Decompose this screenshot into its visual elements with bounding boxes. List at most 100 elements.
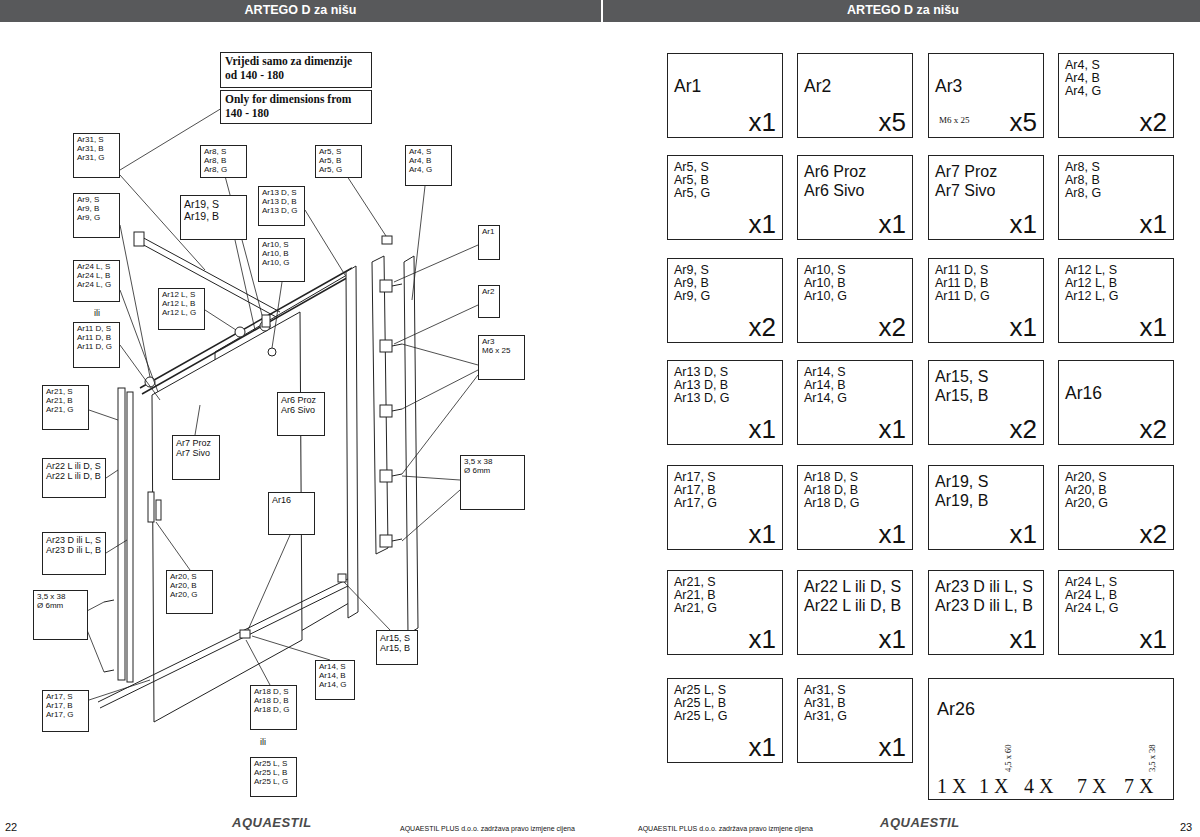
leader-line <box>106 470 118 478</box>
part-code: Ar20, G <box>170 591 209 600</box>
part-code: Ar17, S <box>674 471 776 484</box>
part-card: Ar9, SAr9, BAr9, Gx2 <box>667 258 783 343</box>
exploded-drawing <box>338 574 346 582</box>
leader-line <box>195 405 200 435</box>
part-code: Ar11 D, B <box>935 277 1037 290</box>
part-code: Ar18 D, B <box>804 484 906 497</box>
part-code: Ø 6mm <box>37 602 84 611</box>
part-code: Ar16 <box>272 495 311 505</box>
part-code: Ar8, G <box>204 166 243 175</box>
part-callout: Ar10, SAr10, BAr10, G <box>258 238 305 282</box>
part-card: Ar18 D, SAr18 D, BAr18 D, Gx1 <box>797 465 913 550</box>
exploded-drawing <box>127 392 133 682</box>
part-code: Ar23 D ili L, S <box>46 535 102 545</box>
part-code: Ar31, S <box>804 684 906 697</box>
part-callout: 3,5 x 38Ø 6mm <box>460 455 525 510</box>
quantity: x1 <box>1140 211 1167 237</box>
part-code: Ar2 <box>482 288 496 297</box>
part-code: Ar31, G <box>77 154 116 163</box>
part-code: Ar23 D ili L, S <box>935 577 1037 596</box>
part-code: Ar12 L, G <box>1065 290 1167 303</box>
footer-note: AQUAESTIL PLUS d.o.o. zadržava pravo izm… <box>636 825 815 833</box>
part-code: Ar10, B <box>262 250 301 259</box>
part-code: Ar21, G <box>46 406 85 415</box>
part-code: Ar10, S <box>804 264 906 277</box>
part-code: Ar5, B <box>319 157 358 166</box>
quantity: x2 <box>1010 416 1037 442</box>
screw-size: 4,5 x 60 <box>1004 744 1013 772</box>
part-code: Ar26 <box>937 699 1165 720</box>
exploded-drawing <box>98 578 352 708</box>
part-card: Ar17, SAr17, BAr17, Gx1 <box>667 465 783 550</box>
leader-line <box>394 305 478 344</box>
part-code: Ar18 D, S <box>804 471 906 484</box>
part-code: Ar6 Sivo <box>804 181 906 200</box>
leader-line <box>248 535 290 630</box>
part-card: Ar20, SAr20, BAr20, Gx2 <box>1058 465 1174 550</box>
part-callout: Ar19, SAr19, B <box>180 195 247 240</box>
quantity: x1 <box>749 109 776 135</box>
part-callout: Ar18 D, SAr18 D, BAr18 D, G <box>250 685 297 730</box>
leader-line <box>402 476 460 541</box>
part-code: Ar7 Proz <box>176 438 216 448</box>
part-code: Ar15, B <box>935 386 1037 405</box>
part-code: Ar10, S <box>262 241 301 250</box>
part-code: Ar13 D, B <box>262 198 301 207</box>
quantity: x1 <box>749 416 776 442</box>
part-code: Ar11 D, S <box>935 264 1037 277</box>
part-code: Ar11 D, B <box>77 334 116 343</box>
part-card: Ar4, SAr4, BAr4, Gx2 <box>1058 53 1174 138</box>
part-card: Ar10, SAr10, BAr10, Gx2 <box>797 258 913 343</box>
part-code: Ar20, B <box>170 582 209 591</box>
part-code: Ar9, B <box>674 277 776 290</box>
part-card: Ar6 ProzAr6 Sivox1 <box>797 155 913 240</box>
footer-note: AQUAESTIL PLUS d.o.o. zadržava pravo izm… <box>398 825 577 833</box>
leader-line <box>89 410 118 420</box>
part-code: Ar20, S <box>1065 471 1167 484</box>
leader-line <box>394 245 478 282</box>
quantity: x1 <box>879 211 906 237</box>
part-code: Ar21, B <box>674 589 776 602</box>
part-code: Ar12 L, S <box>162 291 201 300</box>
leader-line <box>89 680 150 700</box>
part-code: Ar14, S <box>319 663 351 672</box>
exploded-drawing <box>140 268 352 394</box>
part-code: Ar19, B <box>184 211 243 223</box>
part-card: Ar11 D, SAr11 D, BAr11 D, Gx1 <box>928 258 1044 343</box>
part-code: Ar10, G <box>262 259 301 268</box>
part-code: Ar15, B <box>380 643 414 653</box>
part-code: Ar9, G <box>77 214 116 223</box>
part-code: Ar2 <box>804 76 906 96</box>
part-card: Ar2x5 <box>797 53 913 138</box>
quantity: x1 <box>879 734 906 760</box>
part-code: Ar7 Proz <box>935 162 1037 181</box>
part-code: Ar11 D, S <box>77 325 116 334</box>
part-callout: Ar17, SAr17, BAr17, G <box>42 690 89 732</box>
part-callout: Ar31, SAr31, BAr31, G <box>73 133 120 178</box>
leader-line <box>85 108 478 700</box>
quantity: x2 <box>1140 521 1167 547</box>
part-code: Ar3 <box>482 338 521 347</box>
part-code: Ar12 L, B <box>1065 277 1167 290</box>
leader-line <box>120 345 160 400</box>
part-callout: 3,5 x 38Ø 6mm <box>33 590 88 640</box>
part-code: Ar8, B <box>1065 174 1167 187</box>
leader-line <box>205 310 236 330</box>
part-card: Ar22 L ili D, SAr22 L ili D, Bx1 <box>797 570 913 655</box>
part-code: Ø 6mm <box>464 467 521 476</box>
part-callout: Ar1 <box>478 225 500 260</box>
part-code: Ar14, B <box>319 672 351 681</box>
note-box: Only for dimensions from 140 - 180 <box>220 90 372 124</box>
part-code: Ar25 L, G <box>254 778 293 787</box>
part-code: Ar5, B <box>674 174 776 187</box>
part-callout: Ar24 L, SAr24 L, BAr24 L, G <box>73 260 120 302</box>
part-code: Ar31, G <box>804 710 906 723</box>
alternative-word: ili <box>92 309 102 319</box>
part-code: Ar4, G <box>1065 85 1167 98</box>
note-text: Vrijedi samo za dimenzije od 140 - 180 <box>225 55 367 83</box>
quantity: 1 X <box>979 776 1008 796</box>
part-code: Ar22 L ili D, B <box>46 471 102 481</box>
part-code: Ar13 D, S <box>674 366 776 379</box>
quantity: x1 <box>879 521 906 547</box>
quantity: x1 <box>1010 521 1037 547</box>
